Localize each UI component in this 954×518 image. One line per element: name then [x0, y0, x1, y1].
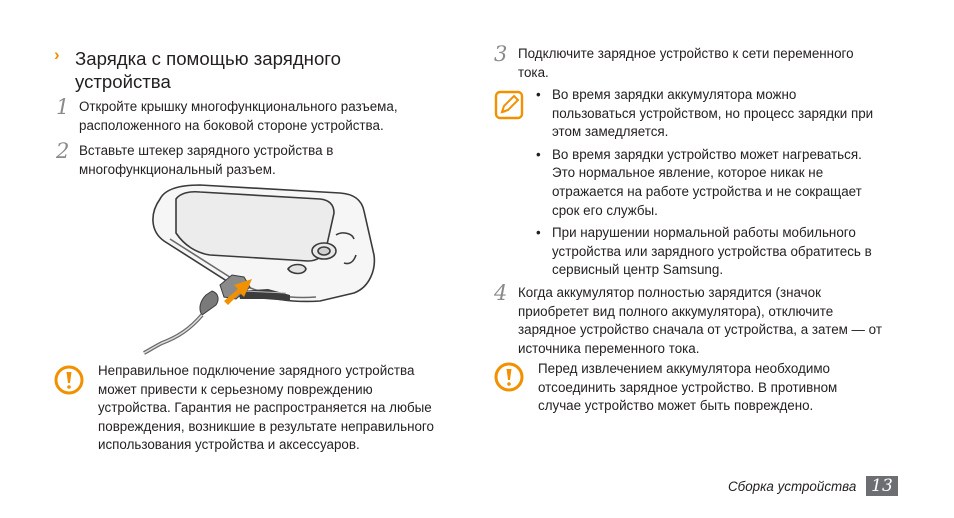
note-item-1: • Во время зарядки аккумулятора можно по…: [534, 86, 914, 142]
note-item-line: срок его службы.: [552, 202, 658, 218]
note-item-line: При нарушении нормальной работы мобильно…: [552, 225, 856, 241]
warning-2-line: отсоединить зарядное устройство. В проти…: [538, 379, 838, 395]
section-title: Зарядка с помощью зарядного устройства: [75, 47, 341, 93]
note-item-line: отражается на работе устройства и не сок…: [552, 183, 862, 199]
note-item-line: Это нормальное явление, которое никак не: [552, 165, 824, 181]
warning-1-line: Неправильное подключение зарядного устро…: [98, 363, 415, 378]
phone-body: [152, 184, 376, 303]
section-title-line-1: Зарядка с помощью зарядного: [75, 48, 342, 69]
warning-1-line: устройства. Гарантия не распространяется…: [98, 400, 432, 416]
step-number-2: 2: [56, 139, 70, 163]
note-item-line: этом замедляется.: [552, 124, 669, 140]
step-1-line: расположенного на боковой стороне устрой…: [79, 117, 384, 133]
warning-2-line: Перед извлечением аккумулятора необходим…: [538, 361, 831, 376]
page-number-badge: 13: [866, 476, 898, 496]
bullet-icon: •: [536, 146, 541, 162]
footer-section-label: Сборка устройства: [728, 479, 857, 494]
note-item-line: пользоваться устройством, но процесс зар…: [552, 105, 874, 121]
note-item-line: сервисный центр Samsung.: [552, 262, 724, 278]
bullet-icon: •: [536, 225, 541, 241]
section-title-line-2: устройства: [75, 71, 171, 92]
warning-exclamation-icon: [494, 362, 524, 392]
step-number-3: 3: [494, 42, 508, 66]
warning-1-line: повреждения, возникшие в результате непр…: [98, 418, 434, 434]
note-pencil-icon: [494, 90, 524, 120]
warning-exclamation-icon: [54, 365, 84, 395]
warning-2-line: случае устройство может быть повреждено.: [538, 398, 814, 414]
warning-1-line: использования устройства и аксессуаров.: [98, 437, 360, 453]
step-4-line: зарядное устройство сначала от устройств…: [518, 322, 882, 338]
step-text-2: Вставьте штекер зарядного устройства в м…: [79, 142, 333, 179]
warning-text-2: Перед извлечением аккумулятора необходим…: [538, 360, 837, 416]
step-1-line: Откройте крышку многофункционального раз…: [79, 99, 398, 114]
warning-1-line: может привести к серьезному повреждению: [98, 381, 373, 397]
note-item-2: • Во время зарядки устройство может нагр…: [534, 146, 914, 220]
note-item-line: Во время зарядки устройство может нагрев…: [552, 146, 862, 162]
section-chevron-icon: ›: [54, 45, 60, 64]
step-number-1: 1: [56, 95, 70, 119]
step-4-line: источника переменного тока.: [518, 340, 700, 356]
bullet-icon: •: [536, 87, 541, 102]
insert-arrow-icon: [224, 279, 252, 305]
step-text-4: Когда аккумулятор полностью зарядится (з…: [518, 284, 882, 358]
warning-text-1: Неправильное подключение зарядного устро…: [98, 362, 434, 455]
step-number-4: 4: [494, 281, 508, 305]
step-4-line: Когда аккумулятор полностью зарядится (з…: [518, 285, 821, 300]
step-2-line: Вставьте штекер зарядного устройства в: [79, 143, 334, 158]
step-2-line: многофункциональный разъем.: [79, 161, 276, 177]
step-4-line: приобретет вид полного аккумулятора), от…: [518, 303, 834, 319]
usb-cable: [143, 274, 290, 355]
note-item-line: Во время зарядки аккумулятора можно: [552, 87, 797, 102]
step-text-3: Подключите зарядное устройство к сети пе…: [518, 45, 854, 82]
note-item-line: устройства или зарядного устройства обра…: [552, 243, 872, 259]
step-3-line: Подключите зарядное устройство к сети пе…: [518, 46, 854, 61]
phone-charger-illustration: [143, 184, 376, 355]
step-3-line: тока.: [518, 64, 549, 80]
note-list: • Во время зарядки аккумулятора можно по…: [534, 86, 914, 284]
note-item-3: • При нарушении нормальной работы мобиль…: [534, 224, 914, 280]
step-text-1: Откройте крышку многофункционального раз…: [79, 98, 398, 135]
